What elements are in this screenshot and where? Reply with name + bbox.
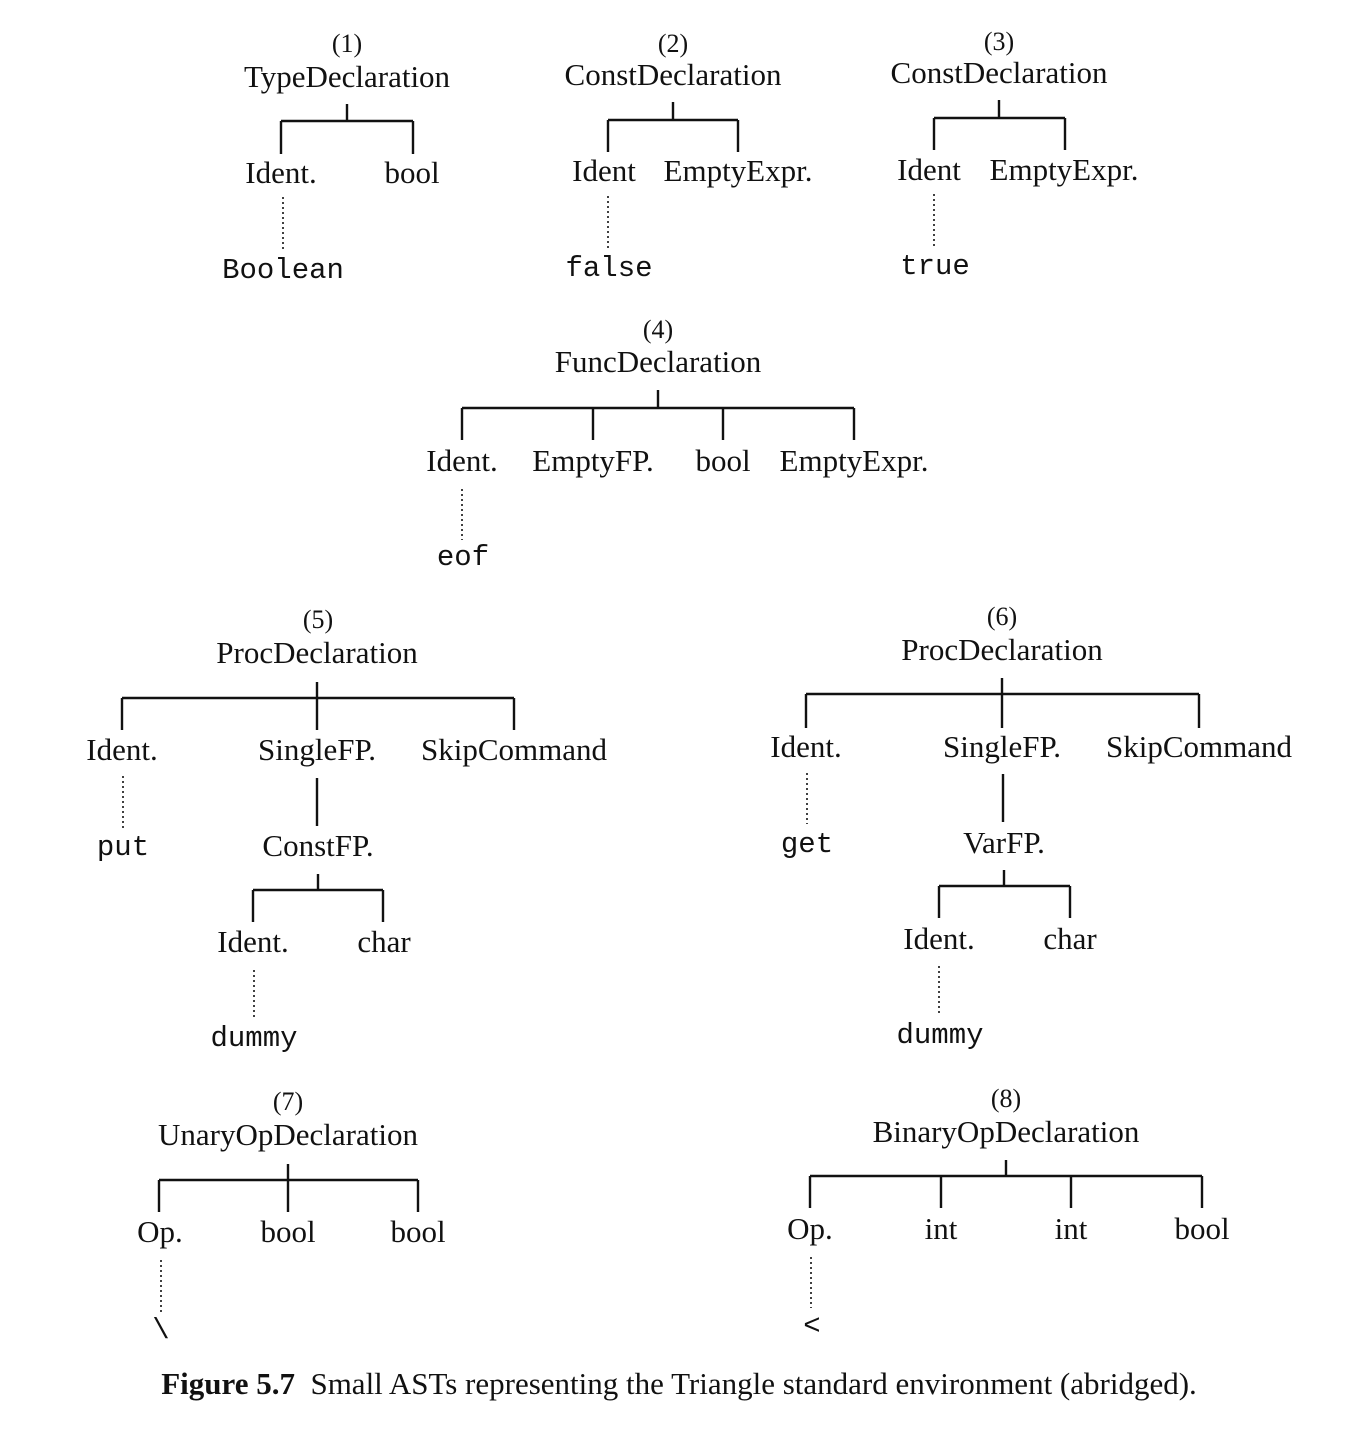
child-node: EmptyExpr. bbox=[664, 153, 813, 188]
child-node: SkipCommand bbox=[421, 732, 608, 767]
tree-number: (2) bbox=[658, 29, 688, 58]
child-node: bool bbox=[384, 155, 439, 190]
child-node: bool bbox=[1174, 1211, 1229, 1246]
tree-2: (2) ConstDeclaration Ident EmptyExpr. fa… bbox=[565, 29, 813, 285]
root-node: BinaryOpDeclaration bbox=[873, 1114, 1140, 1149]
tree-8: (8) BinaryOpDeclaration Op. int int bool… bbox=[787, 1084, 1229, 1343]
child-node: SingleFP. bbox=[258, 732, 376, 767]
tree-number: (3) bbox=[984, 27, 1014, 56]
tree-4: (4) FuncDeclaration Ident. EmptyFP. bool… bbox=[426, 315, 928, 574]
child-node: Op. bbox=[787, 1211, 833, 1246]
root-node: ProcDeclaration bbox=[216, 635, 418, 670]
child-node: bool bbox=[390, 1214, 445, 1249]
child-node: SingleFP. bbox=[943, 729, 1061, 764]
edges bbox=[460, 390, 856, 440]
child-node: Ident bbox=[572, 153, 636, 188]
spelling-node: < bbox=[803, 1310, 820, 1343]
tree-number: (7) bbox=[273, 1087, 303, 1116]
grandchild-node: char bbox=[1043, 921, 1097, 956]
spelling-node: dummy bbox=[896, 1019, 983, 1052]
tree-1: (1) TypeDeclaration Ident. bool Boolean bbox=[222, 29, 450, 287]
figure-label: Figure 5.7 bbox=[161, 1366, 295, 1401]
tree-number: (4) bbox=[643, 315, 673, 344]
edges bbox=[279, 104, 415, 154]
child-node: EmptyExpr. bbox=[780, 443, 929, 478]
spelling-node: put bbox=[97, 831, 149, 864]
grandchild-node: Ident. bbox=[217, 924, 288, 959]
root-node: FuncDeclaration bbox=[555, 344, 762, 379]
spelling-node: true bbox=[900, 250, 970, 283]
spelling-node: get bbox=[781, 828, 833, 861]
child-node: int bbox=[1055, 1211, 1088, 1246]
root-node: ProcDeclaration bbox=[901, 632, 1103, 667]
child-node: Ident bbox=[897, 152, 961, 187]
edges bbox=[120, 682, 516, 730]
child-node: EmptyExpr. bbox=[990, 152, 1139, 187]
edges bbox=[937, 870, 1072, 918]
tree-6: (6) ProcDeclaration Ident. SingleFP. Ski… bbox=[770, 602, 1292, 1052]
sub-node: ConstFP. bbox=[262, 828, 373, 863]
child-node: Ident. bbox=[770, 729, 841, 764]
edges bbox=[157, 1164, 420, 1212]
spelling-node: dummy bbox=[210, 1022, 297, 1055]
edges bbox=[808, 1160, 1204, 1208]
edges bbox=[251, 874, 385, 922]
child-node: Ident. bbox=[245, 155, 316, 190]
spelling-node: \ bbox=[152, 1314, 169, 1347]
child-node: SkipCommand bbox=[1106, 729, 1293, 764]
tree-3: (3) ConstDeclaration Ident EmptyExpr. tr… bbox=[891, 27, 1139, 283]
tree-7: (7) UnaryOpDeclaration Op. bool bool \ bbox=[137, 1087, 445, 1347]
edges bbox=[606, 102, 740, 152]
figure-caption-text: Small ASTs representing the Triangle sta… bbox=[310, 1366, 1197, 1401]
spelling-node: Boolean bbox=[222, 254, 344, 287]
tree-number: (6) bbox=[987, 602, 1017, 631]
child-node: int bbox=[925, 1211, 958, 1246]
root-node: TypeDeclaration bbox=[244, 59, 451, 94]
child-node: Ident. bbox=[426, 443, 497, 478]
tree-number: (8) bbox=[991, 1084, 1021, 1113]
child-node: Ident. bbox=[86, 732, 157, 767]
child-node: Op. bbox=[137, 1214, 183, 1249]
grandchild-node: Ident. bbox=[903, 921, 974, 956]
sub-node: VarFP. bbox=[963, 825, 1045, 860]
figure-caption: Figure 5.7 Small ASTs representing the T… bbox=[0, 1366, 1358, 1402]
child-node: bool bbox=[695, 443, 750, 478]
spelling-node: false bbox=[565, 252, 652, 285]
tree-number: (5) bbox=[303, 605, 333, 634]
tree-number: (1) bbox=[332, 29, 362, 58]
tree-5: (5) ProcDeclaration Ident. SingleFP. Ski… bbox=[86, 605, 607, 1055]
spelling-node: eof bbox=[437, 541, 489, 574]
child-node: EmptyFP. bbox=[532, 443, 653, 478]
root-node: UnaryOpDeclaration bbox=[158, 1117, 418, 1152]
root-node: ConstDeclaration bbox=[891, 55, 1108, 90]
child-node: bool bbox=[260, 1214, 315, 1249]
edges bbox=[804, 678, 1201, 728]
grandchild-node: char bbox=[357, 924, 411, 959]
edges bbox=[932, 100, 1067, 150]
root-node: ConstDeclaration bbox=[565, 57, 782, 92]
